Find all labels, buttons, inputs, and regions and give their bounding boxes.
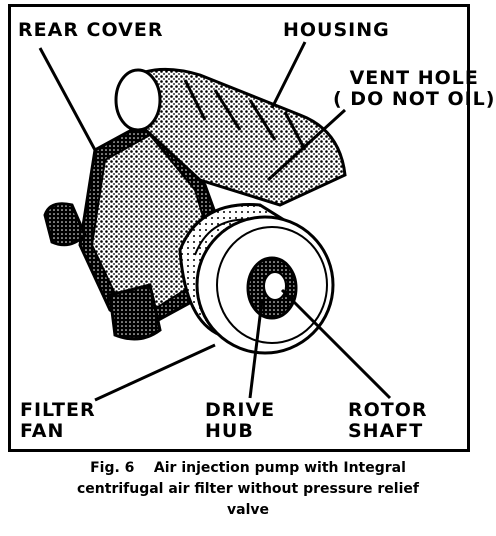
leader-vent-hole <box>266 108 347 182</box>
label-rotor-shaft-line1: ROTOR <box>348 399 428 421</box>
rotor-shaft-end <box>263 271 287 301</box>
drive-hub-shape <box>246 256 298 320</box>
caption-line2: centrifugal air filter without pressure … <box>77 481 419 497</box>
mounting-boss <box>43 202 87 247</box>
label-vent-hole: VENT HOLE ( DO NOT OIL) <box>333 68 495 110</box>
label-drive-hub-line2: HUB <box>205 420 254 442</box>
leader-rear-cover <box>38 47 97 151</box>
housing-shape <box>114 67 347 207</box>
bottom-mount <box>108 283 162 341</box>
leader-drive-hub <box>248 299 264 399</box>
figure-caption: Fig. 6 Air injection pump with Integral … <box>10 458 486 521</box>
label-filter-fan: FILTER FAN <box>20 400 96 442</box>
label-drive-hub: DRIVE HUB <box>205 400 275 442</box>
housing-boss <box>114 68 162 132</box>
caption-line3: valve <box>227 502 269 518</box>
label-housing: HOUSING <box>283 20 390 41</box>
label-rotor-shaft-line2: SHAFT <box>348 420 424 442</box>
label-rear-cover-text: REAR COVER <box>18 19 164 41</box>
label-vent-hole-line2: ( DO NOT OIL) <box>333 88 496 110</box>
label-housing-text: HOUSING <box>283 19 390 41</box>
label-filter-fan-line2: FAN <box>20 420 65 442</box>
label-rear-cover: REAR COVER <box>18 20 163 41</box>
label-vent-hole-line1: VENT HOLE <box>349 67 479 89</box>
leader-rotor-shaft <box>280 288 392 400</box>
leader-filter-fan <box>94 343 216 402</box>
label-filter-fan-line1: FILTER <box>20 399 96 421</box>
label-drive-hub-line1: DRIVE <box>205 399 276 421</box>
label-rotor-shaft: ROTOR SHAFT <box>348 400 428 442</box>
caption-line1: Fig. 6 Air injection pump with Integral <box>90 460 406 476</box>
leader-lines <box>38 41 392 402</box>
leader-housing <box>270 41 307 109</box>
